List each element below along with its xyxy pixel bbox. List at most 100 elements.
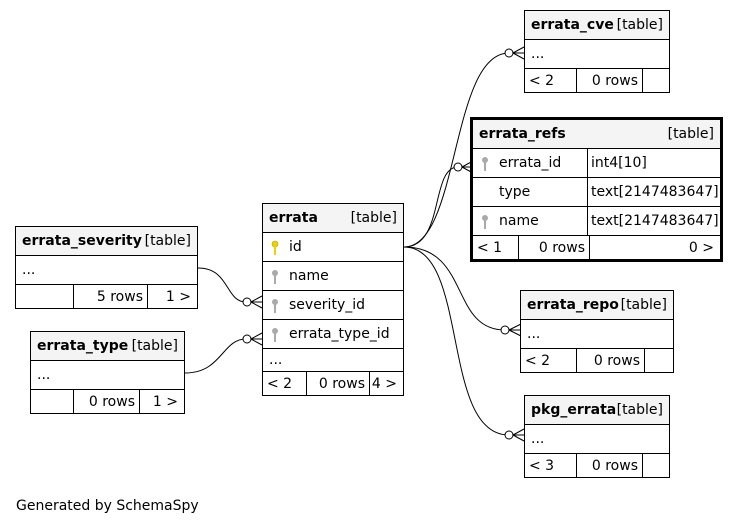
table-type: [table] [620, 297, 667, 313]
optional-marker-errata-severity [242, 297, 252, 307]
parents-count [16, 285, 73, 308]
crowfoot-errata-type [250, 332, 263, 346]
parents-count: < 2 [525, 352, 551, 369]
children-count: 1 > [139, 390, 184, 413]
children-count: 0 > [589, 236, 720, 259]
table-name: errata_refs [479, 126, 566, 142]
table-pkg-errata[interactable]: pkg_errata [table] ... < 3 0 rows [524, 395, 670, 478]
column-row-ellipsis: ... [31, 361, 184, 390]
column-row: errata_type_id [263, 320, 403, 349]
table-type: [table] [616, 17, 663, 33]
edge-errata-to-errata-refs [403, 166, 459, 248]
children-count [642, 69, 669, 92]
column-row-ellipsis: ... [525, 425, 669, 454]
table-type: [table] [144, 233, 191, 249]
table-footer: < 2 0 rows [521, 349, 673, 372]
edge-severity-to-errata [197, 267, 247, 303]
edge-errata-to-pkg-errata [403, 246, 510, 436]
parents-count: < 2 [267, 375, 293, 392]
children-count [644, 349, 673, 372]
table-name: errata [269, 210, 318, 226]
table-header: pkg_errata [table] [525, 396, 669, 425]
table-footer: < 2 0 rows [525, 69, 669, 92]
row-count: 0 rows [518, 236, 589, 259]
table-name: errata_repo [527, 297, 619, 313]
table-header: errata_refs [table] [473, 120, 720, 149]
column-name: name [499, 213, 539, 229]
column-name: name [289, 268, 329, 284]
table-footer: < 1 0 rows 0 > [473, 236, 720, 259]
table-type: [table] [131, 338, 178, 354]
table-header: errata [table] [263, 204, 403, 233]
parents-count: < 3 [529, 457, 555, 474]
crowfoot-errata-repo [508, 323, 522, 337]
parents-count [31, 390, 73, 413]
crowfoot-errata-cve [512, 46, 525, 60]
children-count: 4 > [369, 372, 403, 395]
column-row-ellipsis: ... [521, 320, 673, 349]
optional-marker-errata-repo [500, 325, 510, 335]
table-errata-severity[interactable]: errata_severity [table] ... 5 rows 1 > [15, 226, 198, 309]
table-errata[interactable]: errata [table] id name severity_id errat… [262, 203, 404, 396]
table-header: errata_type [table] [31, 332, 184, 361]
column-name: severity_id [289, 297, 366, 313]
table-errata-type[interactable]: errata_type [table] ... 0 rows 1 > [30, 331, 185, 414]
column-row-ellipsis: ... [525, 40, 669, 69]
generated-by-caption: Generated by SchemaSpy [16, 498, 199, 514]
edge-type-to-errata [184, 338, 247, 374]
table-type: [table] [616, 402, 663, 418]
foreign-key-icon [272, 270, 278, 284]
table-type: [table] [667, 126, 714, 142]
children-count: 1 > [147, 285, 197, 308]
table-footer: 0 rows 1 > [31, 390, 184, 413]
column-row: id [263, 233, 403, 262]
table-header: errata_severity [table] [16, 227, 197, 256]
row-count: 0 rows [576, 349, 644, 372]
table-errata-refs[interactable]: errata_refs [table] errata_id int4[10] t… [470, 117, 723, 262]
table-footer: 5 rows 1 > [16, 285, 197, 308]
optional-marker-errata-type [242, 334, 252, 344]
table-name: errata_cve [531, 17, 614, 33]
column-row: type text[2147483647] [473, 178, 720, 207]
column-row: severity_id [263, 291, 403, 320]
row-count: 0 rows [306, 372, 369, 395]
table-name: errata_severity [22, 233, 142, 249]
table-name: errata_type [37, 338, 129, 354]
column-row: name text[2147483647] [473, 207, 720, 236]
column-name: errata_type_id [289, 326, 390, 342]
column-name: type [499, 184, 531, 200]
table-type: [table] [350, 210, 397, 226]
row-count: 0 rows [73, 390, 139, 413]
foreign-key-icon [272, 299, 278, 313]
column-type: text[2147483647] [587, 207, 720, 235]
row-count: 5 rows [73, 285, 147, 308]
optional-marker-errata-cve [504, 48, 514, 58]
row-count: 0 rows [576, 69, 642, 92]
optional-marker-pkg-errata [504, 430, 514, 440]
table-errata-repo[interactable]: errata_repo [table] ... < 2 0 rows [520, 290, 674, 373]
table-footer: < 3 0 rows [525, 454, 669, 477]
column-type: text[2147483647] [587, 178, 720, 206]
edge-errata-to-errata-repo [403, 246, 506, 331]
column-row: errata_id int4[10] [473, 149, 720, 178]
table-name: pkg_errata [531, 402, 617, 418]
children-count [642, 454, 669, 477]
edge-errata-to-errata-cve [403, 52, 510, 248]
foreign-key-icon [482, 215, 488, 229]
column-row: name [263, 262, 403, 291]
parents-count: < 2 [529, 72, 555, 89]
foreign-key-icon [482, 157, 488, 171]
parents-count: < 1 [477, 239, 503, 256]
primary-key-icon [271, 240, 279, 255]
table-errata-cve[interactable]: errata_cve [table] ... < 2 0 rows [524, 10, 670, 93]
column-row-ellipsis: ... [16, 256, 197, 285]
optional-marker-errata-refs [453, 162, 463, 172]
column-name: id [289, 239, 302, 255]
row-count: 0 rows [576, 454, 642, 477]
table-header: errata_repo [table] [521, 291, 673, 320]
crowfoot-errata-severity [250, 295, 263, 309]
table-header: errata_cve [table] [525, 11, 669, 40]
column-name: errata_id [499, 155, 562, 171]
crowfoot-pkg-errata [512, 428, 525, 442]
